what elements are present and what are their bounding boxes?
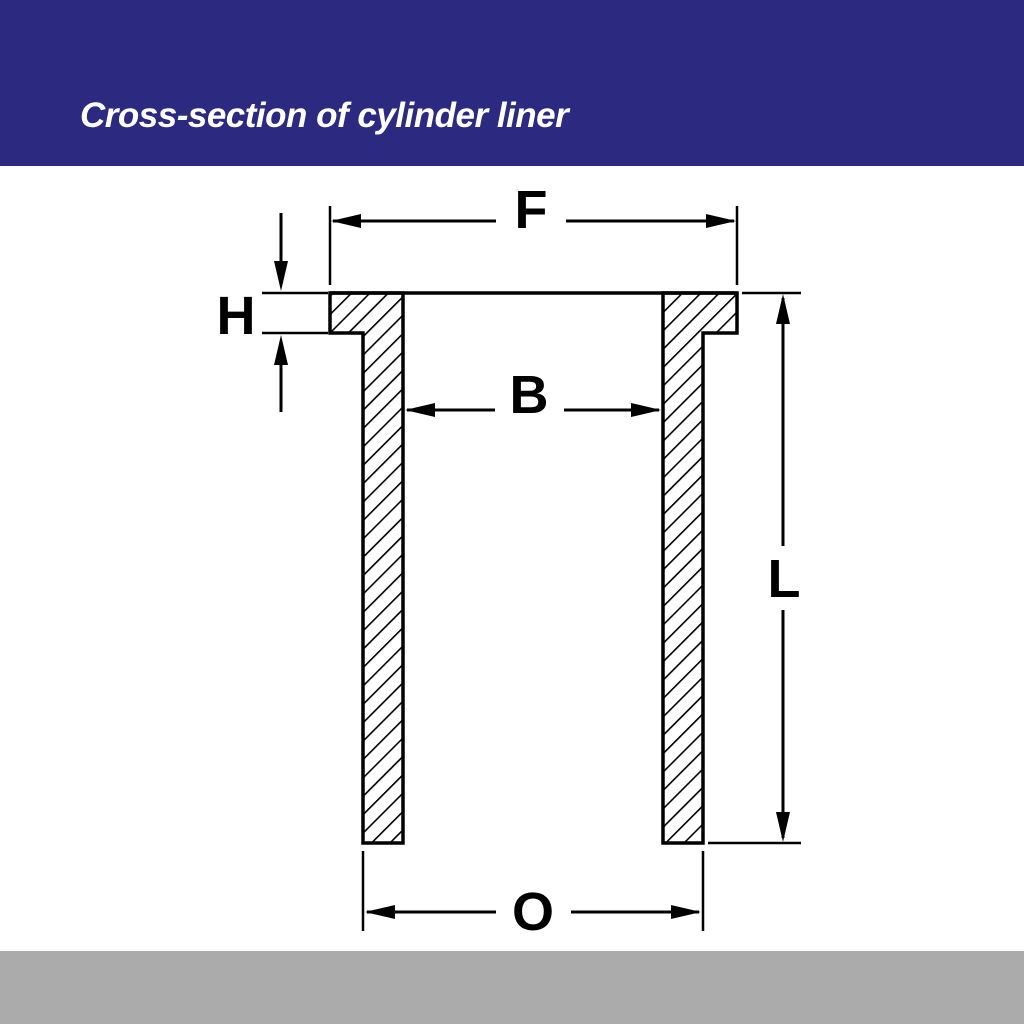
dim-label-b: B [510,365,549,425]
o-arrowhead-right [671,905,701,919]
dim-label-o: O [512,882,554,942]
l-arrowhead-down [776,812,790,842]
f-arrowhead-right [706,214,736,228]
dimension-h: H [217,213,328,412]
dim-label-l: L [768,549,801,609]
dim-label-f: F [515,180,548,240]
footer-band [0,951,1024,1024]
page-title: Cross-section of cylinder liner [80,96,569,135]
dimension-o: O [361,851,705,942]
liner-cross-section [328,291,739,845]
f-arrowhead-left [331,214,361,228]
b-arrowhead-left [405,403,435,417]
liner-left-wall [328,291,405,845]
b-arrowhead-right [631,403,661,417]
header-band: Cross-section of cylinder liner [0,0,1024,166]
l-arrowhead-up [776,294,790,324]
dimension-b: B [405,365,661,425]
h-arrowhead-down [274,261,288,291]
liner-right-wall [661,291,739,845]
dimension-l: L [708,291,801,845]
o-arrowhead-left [365,905,395,919]
h-arrowhead-up [274,335,288,365]
dim-label-h: H [217,286,256,346]
dimension-f: F [328,180,739,285]
